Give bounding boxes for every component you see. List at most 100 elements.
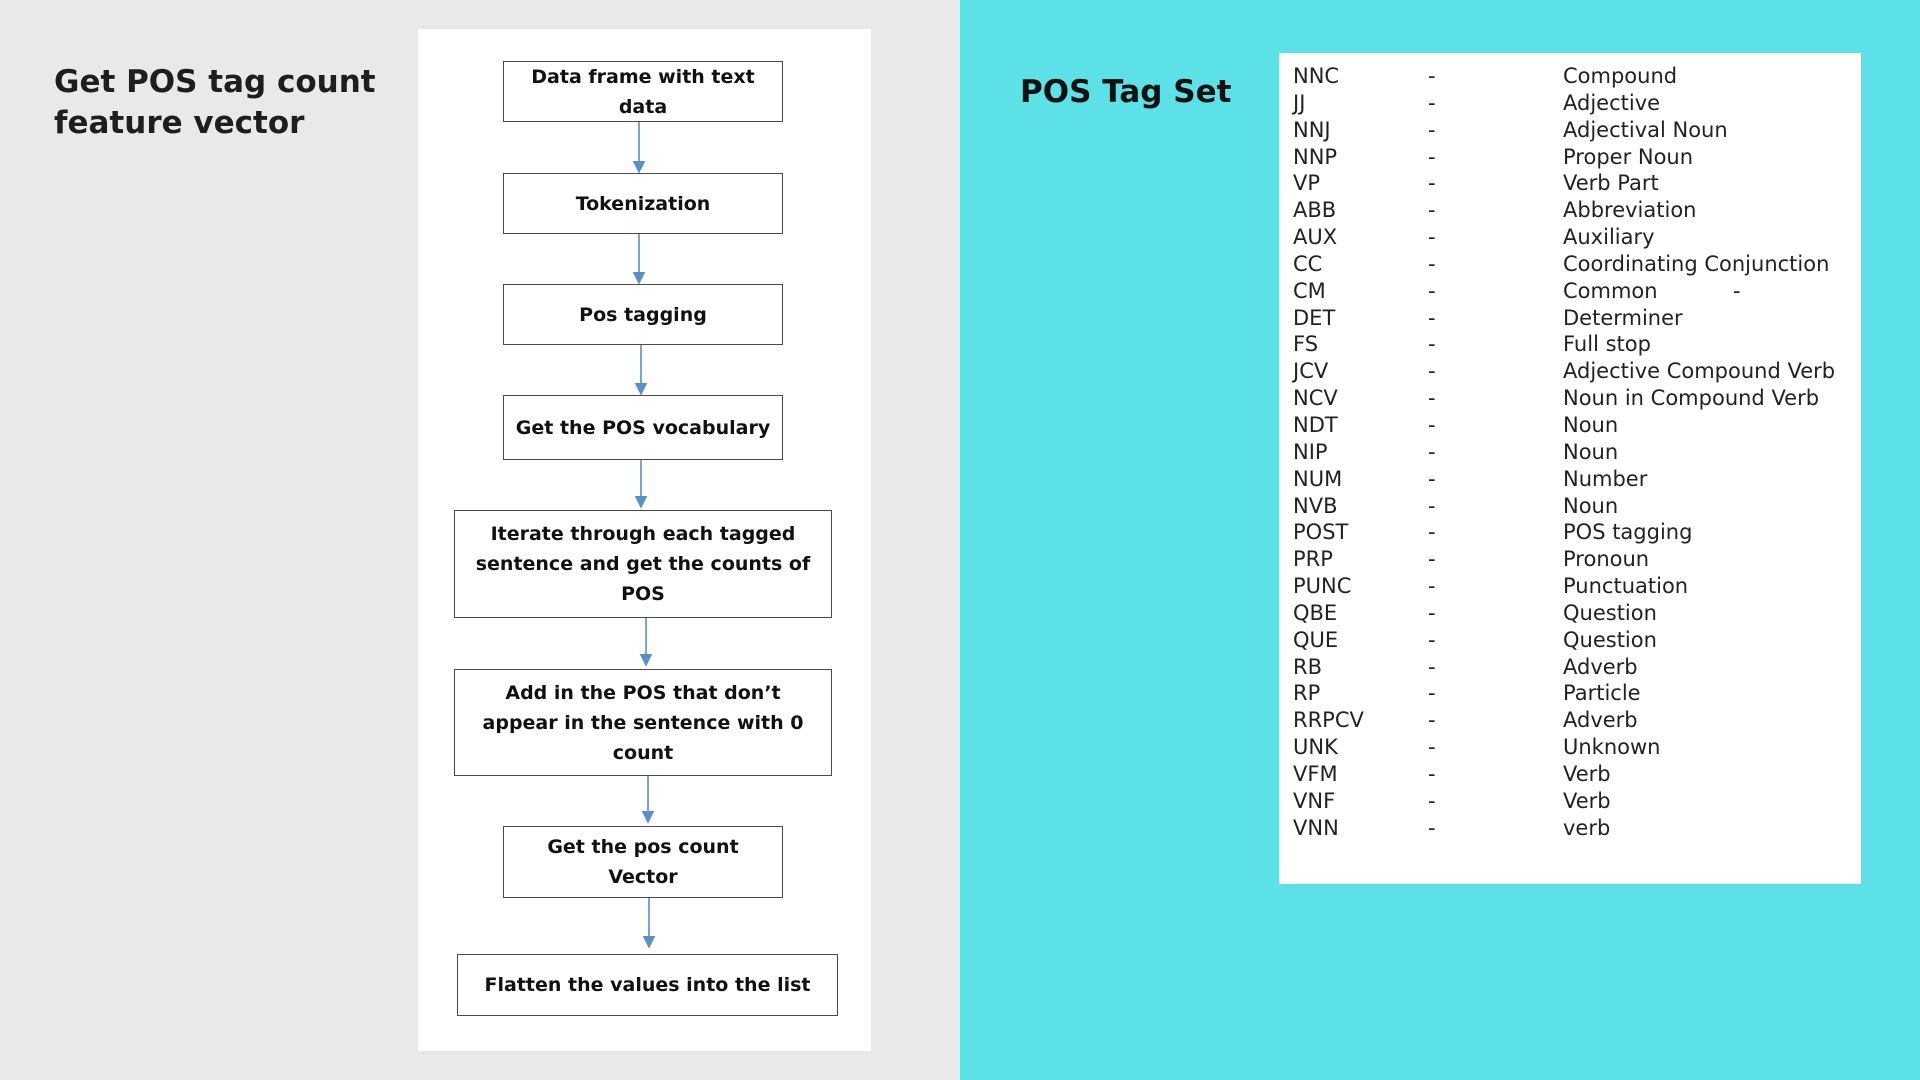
tag-description: verb bbox=[1563, 815, 1611, 840]
tag-description: Question bbox=[1563, 627, 1657, 652]
tag-row: ABB-Abbreviation bbox=[1293, 195, 1861, 222]
tag-separator: - bbox=[1428, 144, 1436, 169]
tag-code: ABB bbox=[1293, 198, 1337, 223]
tag-description: Verb bbox=[1563, 788, 1611, 813]
tag-separator: - bbox=[1428, 815, 1436, 840]
tag-description: Verb bbox=[1563, 761, 1611, 786]
tag-row: NNP-Proper Noun bbox=[1293, 142, 1861, 169]
tag-description: Noun bbox=[1563, 412, 1619, 437]
tag-separator: - bbox=[1428, 412, 1436, 437]
tag-row: RB-Adverb bbox=[1293, 652, 1861, 679]
tag-row: UNK - Unknown bbox=[1293, 732, 1861, 759]
left-panel: Get POS tag count feature vector Data fr… bbox=[0, 0, 960, 1080]
tag-row: CM-Common- bbox=[1293, 276, 1861, 303]
tag-row: VNN - verb bbox=[1293, 813, 1861, 840]
tag-row: NDT - Noun bbox=[1293, 410, 1861, 437]
tag-description: Compound bbox=[1563, 64, 1678, 88]
tag-description: Adjective bbox=[1563, 90, 1661, 115]
tag-code: VFM bbox=[1293, 761, 1338, 786]
tag-code: AUX bbox=[1293, 225, 1338, 250]
tag-separator: - bbox=[1428, 493, 1436, 518]
tag-description: Determiner bbox=[1563, 305, 1683, 330]
flow-step-pos-vocabulary: Get the POS vocabulary bbox=[503, 395, 783, 460]
slide-title: Get POS tag count feature vector bbox=[54, 64, 376, 141]
tag-extra-mark: - bbox=[1733, 278, 1741, 303]
tag-code: DET bbox=[1293, 305, 1336, 330]
tag-separator: - bbox=[1428, 600, 1436, 625]
tag-code: NDT bbox=[1293, 412, 1338, 437]
tag-code: NNJ bbox=[1293, 117, 1331, 142]
tag-separator: - bbox=[1428, 788, 1436, 813]
tag-row: PUNC-Punctuation bbox=[1293, 571, 1861, 598]
tag-code: VNN bbox=[1293, 815, 1339, 840]
tag-row: RP-Particle bbox=[1293, 678, 1861, 705]
tag-description: Verb Part bbox=[1563, 171, 1659, 196]
flow-step-pos-tagging: Pos tagging bbox=[503, 284, 783, 345]
tag-code: RP bbox=[1293, 681, 1321, 706]
tag-row: NVB-Noun bbox=[1293, 491, 1861, 518]
tag-description: Common bbox=[1563, 278, 1658, 303]
tag-code: UNK bbox=[1293, 735, 1338, 760]
tag-separator: - bbox=[1428, 171, 1436, 196]
tag-separator: - bbox=[1428, 386, 1436, 411]
tag-separator: - bbox=[1428, 332, 1436, 357]
tag-separator: - bbox=[1428, 735, 1436, 760]
tag-row: VNF-Verb bbox=[1293, 786, 1861, 813]
tag-separator: - bbox=[1428, 198, 1436, 223]
flow-step-add-missing-pos: Add in the POS that don’t appear in the … bbox=[454, 669, 832, 776]
tag-code: NCV bbox=[1293, 386, 1338, 411]
tag-description: Noun bbox=[1563, 439, 1619, 464]
tag-description: Unknown bbox=[1563, 735, 1661, 760]
tag-code: NUM bbox=[1293, 466, 1343, 491]
tag-separator: - bbox=[1428, 251, 1436, 276]
tag-row: QBE-Question bbox=[1293, 598, 1861, 625]
tag-row: VP-Verb Part bbox=[1293, 168, 1861, 195]
tag-code: QBE bbox=[1293, 600, 1338, 625]
tag-code: NIP bbox=[1293, 439, 1328, 464]
tag-description: Noun in Compound Verb bbox=[1563, 386, 1820, 411]
tag-separator: - bbox=[1428, 466, 1436, 491]
tag-description: Pronoun bbox=[1563, 547, 1650, 572]
flowchart-arrows bbox=[632, 122, 656, 949]
tag-set-title: POS Tag Set bbox=[1020, 74, 1232, 110]
tag-description: Proper Noun bbox=[1563, 144, 1694, 169]
tag-separator: - bbox=[1428, 547, 1436, 572]
tag-row: JCV-Adjective Compound Verb bbox=[1293, 356, 1861, 383]
tag-separator: - bbox=[1428, 225, 1436, 250]
tag-code: RRPCV bbox=[1293, 708, 1364, 733]
tag-separator: - bbox=[1428, 117, 1436, 142]
tag-separator: - bbox=[1428, 681, 1436, 706]
tag-row: NUM - Number bbox=[1293, 464, 1861, 491]
flow-step-tokenization: Tokenization bbox=[503, 173, 783, 234]
tag-separator: - bbox=[1428, 278, 1436, 303]
tag-row: FS-Full stop bbox=[1293, 329, 1861, 356]
tag-row: DET-Determiner bbox=[1293, 303, 1861, 330]
tag-code: POST bbox=[1293, 520, 1349, 545]
flowchart-card: Data frame with text data Tokenization P… bbox=[418, 29, 871, 1051]
tag-row: NNJ-Adjectival Noun bbox=[1293, 115, 1861, 142]
flow-step-pos-count-vector: Get the pos count Vector bbox=[503, 826, 783, 898]
tag-description: POS tagging bbox=[1563, 520, 1693, 545]
tag-description: Number bbox=[1563, 466, 1648, 491]
tag-separator: - bbox=[1428, 761, 1436, 786]
tag-separator: - bbox=[1428, 520, 1436, 545]
flow-step-iterate-counts: Iterate through each tagged sentence and… bbox=[454, 510, 832, 618]
tag-separator: - bbox=[1428, 627, 1436, 652]
tag-row: PRP-Pronoun bbox=[1293, 544, 1861, 571]
tag-separator: - bbox=[1428, 439, 1436, 464]
tag-code: JCV bbox=[1293, 359, 1329, 384]
tag-description: Auxiliary bbox=[1563, 225, 1655, 250]
tag-description: Coordinating Conjunction bbox=[1563, 251, 1830, 276]
tag-row: POST - POS tagging bbox=[1293, 517, 1861, 544]
tag-code: NVB bbox=[1293, 493, 1338, 518]
tag-separator: - bbox=[1428, 574, 1436, 599]
tag-code: RB bbox=[1293, 654, 1322, 679]
tag-description: Full stop bbox=[1563, 332, 1651, 357]
flow-step-data-frame: Data frame with text data bbox=[503, 61, 783, 122]
tag-separator: - bbox=[1428, 654, 1436, 679]
tag-code: JJ bbox=[1293, 90, 1306, 115]
tag-row: AUX - Auxiliary bbox=[1293, 222, 1861, 249]
tag-code: QUE bbox=[1293, 627, 1339, 652]
tag-separator: - bbox=[1428, 359, 1436, 384]
